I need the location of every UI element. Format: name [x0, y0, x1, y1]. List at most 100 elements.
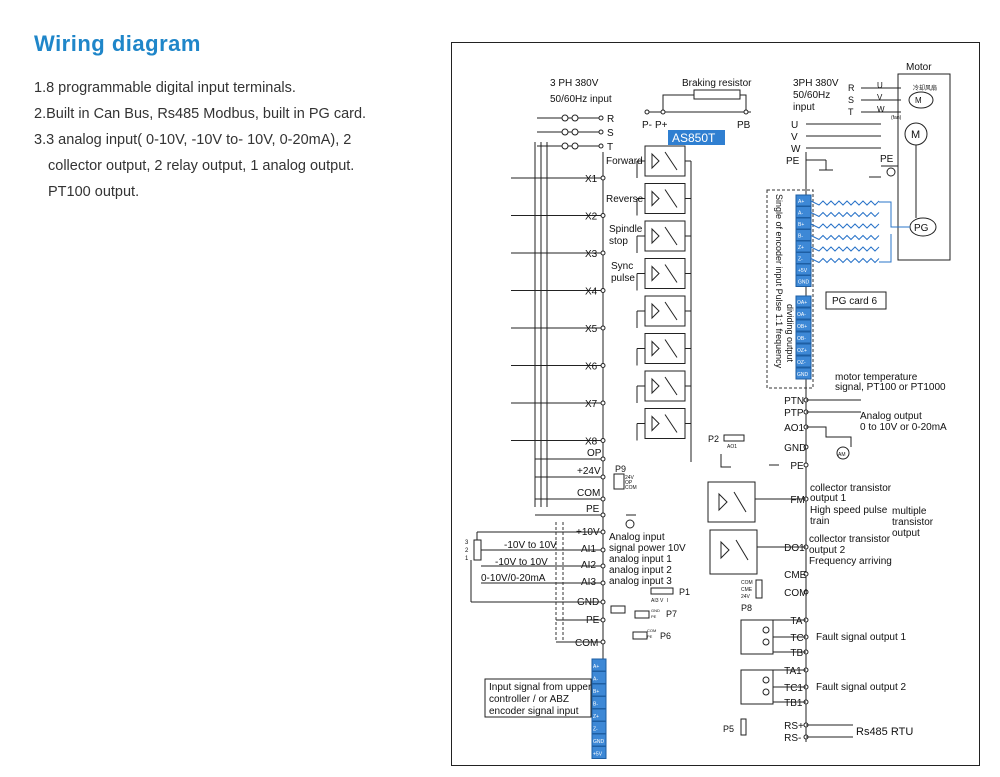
term-x3: X3 [585, 249, 598, 260]
do-note-2: output 2 [809, 545, 846, 556]
input-r: R [607, 114, 614, 125]
supply-in-2: 50/60Hz input [550, 94, 612, 105]
pg-term-top [795, 275, 812, 287]
upper-term-label: +5V [593, 752, 603, 758]
input-t: T [607, 142, 613, 153]
term-com: COM [577, 488, 600, 499]
jumper-p9: P9 [615, 464, 626, 474]
term-op: OP [587, 448, 602, 459]
output-v: V [791, 132, 798, 143]
upper-signal-box [484, 678, 592, 718]
motor-fan-w: W [877, 105, 885, 114]
upper-term-label: B- [593, 702, 598, 708]
potentiometer [473, 539, 482, 561]
do-note-3: Frequency arriving [809, 556, 892, 567]
optocoupler-x3 [644, 220, 686, 252]
term-ta: TA [790, 616, 802, 627]
fan-motor-badge: M [915, 96, 922, 105]
range-ai1: -10V to 10V [504, 540, 557, 551]
pg-term-bottom [795, 355, 812, 368]
analog-label-0: Analog input [609, 532, 665, 543]
term-com2: COM [575, 638, 598, 649]
pg-symbol: PG [914, 223, 929, 234]
braking-resistor [693, 89, 741, 100]
main-motor-symbol: M [911, 129, 920, 141]
term-x8: X8 [585, 437, 598, 448]
p8-cme: CME [741, 587, 753, 593]
motor-fan-v: V [877, 93, 883, 102]
func-sync-1: Sync [611, 261, 633, 272]
motor-fan-r: R [848, 83, 855, 93]
pg-term-top-label: B+ [798, 222, 804, 228]
transistor-outputs: collector transistor output 1 High speed… [707, 481, 934, 613]
analog-label-1: signal power 10V [609, 543, 686, 554]
pg-term-top-label: Z- [798, 257, 803, 263]
fan-motor-sub: (fan) [891, 115, 902, 121]
term-x7: X7 [585, 399, 598, 410]
p6-com: COM [647, 628, 656, 633]
fm-note-3: High speed pulse [810, 505, 888, 516]
ao-note-2: 0 to 10V or 0-20mA [860, 422, 947, 433]
motor-fan-s: S [848, 95, 854, 105]
term-x6: X6 [585, 362, 598, 373]
input-s: S [607, 128, 614, 139]
do-note-1: collector transistor [809, 534, 891, 545]
optocoupler-x4 [644, 258, 686, 289]
p7-pe: PE [651, 614, 657, 619]
multi-note-1: multiple [892, 506, 927, 517]
fault-1: Fault signal output 1 [816, 632, 906, 643]
optocoupler-x1 [644, 145, 686, 177]
upper-term-label: A- [593, 677, 598, 683]
pg-term-bottom-label: OB+ [797, 324, 807, 330]
pg-term-bottom-label: OB- [797, 336, 806, 342]
pg-term-top-label: GND [798, 280, 810, 286]
pg-term-bottom-label: OZ- [797, 360, 806, 366]
supply-in-1: 3 PH 380V [550, 78, 599, 89]
pg-term-top-label: A+ [798, 199, 804, 205]
pg-terminals-top: A+ A- B+ B- Z+ Z- +5V GND [795, 194, 812, 287]
output-u: U [791, 120, 798, 131]
pg-term-bottom [795, 367, 812, 380]
pg-term-top-label: +5V [798, 268, 808, 274]
am-meter-label: AM [838, 452, 846, 458]
fan-motor [908, 91, 934, 109]
input-phases: R S T [537, 114, 614, 153]
pg-term-bottom-label: OZ+ [797, 348, 807, 354]
jumper-p6: P6 [660, 631, 671, 641]
optocoupler-fm [707, 481, 756, 523]
term-ta1: TA1 [784, 666, 802, 677]
jumper-p1: P1 [679, 587, 690, 597]
output-phases: U V W PE [786, 120, 881, 171]
p6-pe: PE [647, 634, 653, 639]
term-rs: RS+ [784, 721, 804, 732]
motor-fan-t: T [848, 107, 854, 117]
pg-term-top-label: A- [798, 211, 803, 217]
ptc-note-1: motor temperature [835, 372, 918, 383]
pg-term-top-label: Z+ [798, 245, 804, 251]
term-x1: X1 [585, 174, 598, 185]
term-tb1: TB1 [784, 698, 803, 709]
func-reverse: Reverse [606, 194, 644, 205]
upper-term-label: Z+ [593, 714, 599, 720]
p8-24v: 24V [741, 594, 751, 600]
pg-block [766, 189, 814, 389]
term-x5: X5 [585, 324, 598, 335]
term-24v: +24V [577, 466, 601, 477]
model-badge [668, 130, 725, 145]
supply-terminals: OP +24V COM PE P9 24V OP COM [535, 448, 637, 529]
term-ptn: PTN [784, 396, 804, 407]
upper-term-label: GND [593, 739, 605, 745]
pot-pin-2: 2 [465, 548, 469, 554]
p1-v: V [660, 598, 664, 604]
p1-i: I [667, 598, 668, 604]
term-pe: PE [790, 461, 804, 472]
output-w: W [791, 144, 801, 155]
pg-term-bottom-label: OA+ [797, 300, 807, 306]
range-ai2: -10V to 10V [495, 557, 548, 568]
p1-ai3: AI3 [651, 598, 659, 604]
pg-term-top-label: B- [798, 234, 803, 240]
optocoupler-x7 [644, 370, 686, 402]
term-ao1: AO1 [784, 423, 804, 434]
wiring-diagram: 3 PH 380V 50/60Hz input Braking resistor… [451, 42, 980, 766]
pg-term-bottom [795, 307, 812, 320]
